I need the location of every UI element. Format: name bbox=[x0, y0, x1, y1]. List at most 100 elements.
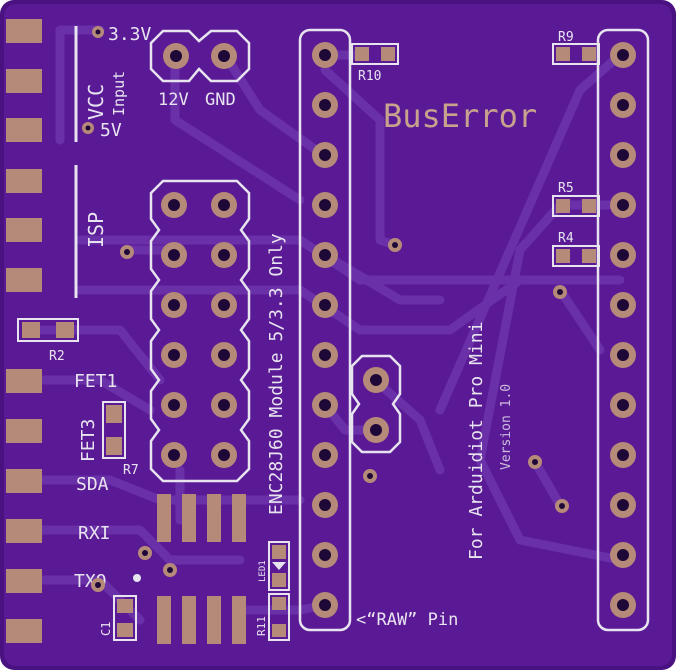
for-board-label: For Arduidiot Pro Mini bbox=[466, 322, 487, 560]
enc-pin-drill bbox=[218, 299, 230, 311]
ic-pad bbox=[157, 494, 171, 542]
ic-pad bbox=[157, 596, 171, 644]
edge-pad bbox=[6, 268, 42, 292]
label-fet1: FET1 bbox=[74, 371, 117, 392]
promini-pin-drill bbox=[319, 299, 331, 311]
promini-pin-drill bbox=[617, 549, 629, 561]
promini-pin-drill bbox=[617, 299, 629, 311]
r4-pad bbox=[556, 249, 570, 263]
small-header-outline bbox=[350, 354, 402, 454]
ref-c1: C1 bbox=[99, 622, 113, 636]
edge-pad bbox=[6, 218, 42, 242]
test-point-5v-drill bbox=[85, 125, 91, 131]
promini-pin-drill bbox=[617, 449, 629, 461]
edge-pad bbox=[6, 369, 42, 393]
small-header-pin-drill bbox=[370, 374, 382, 386]
test-point-3v3-drill bbox=[95, 29, 101, 35]
pin-gnd-drill bbox=[218, 50, 230, 62]
edge-pads bbox=[6, 19, 42, 643]
left-header-outline bbox=[298, 28, 352, 632]
via-drill bbox=[95, 582, 101, 588]
enc-pin-drill bbox=[218, 349, 230, 361]
ic-pad bbox=[232, 596, 246, 644]
promini-pin-drill bbox=[319, 249, 331, 261]
enc-pin-drill bbox=[168, 449, 180, 461]
r10-outline bbox=[351, 43, 399, 65]
r4-outline bbox=[552, 245, 600, 267]
enc-header-pins bbox=[161, 192, 237, 468]
ref-r10: R10 bbox=[358, 69, 381, 84]
r4-pad bbox=[582, 249, 596, 263]
r9-outline bbox=[552, 43, 600, 65]
via-drill bbox=[167, 567, 173, 573]
left-header-pins bbox=[312, 42, 338, 618]
enc-pin-drill bbox=[168, 249, 180, 261]
enc-pin-drill bbox=[218, 399, 230, 411]
enc-pin-drill bbox=[218, 199, 230, 211]
r11-pad bbox=[272, 624, 286, 637]
c1-outline bbox=[113, 595, 137, 641]
edge-pad bbox=[6, 118, 42, 142]
r2-outline bbox=[17, 318, 79, 342]
promini-pin-drill bbox=[319, 49, 331, 61]
board-title: BusError bbox=[383, 97, 537, 135]
ic-pad bbox=[207, 494, 221, 542]
enc-pin-drill bbox=[168, 349, 180, 361]
promini-pin-drill bbox=[319, 449, 331, 461]
label-5v: 5V bbox=[100, 120, 122, 141]
led1-outline bbox=[268, 541, 290, 591]
promini-pin-drill bbox=[319, 549, 331, 561]
right-header-pins bbox=[610, 42, 636, 618]
r10-pad bbox=[381, 47, 395, 61]
edge-pad bbox=[6, 519, 42, 543]
r2-pad bbox=[22, 322, 40, 338]
label-rxi: RXI bbox=[78, 523, 111, 544]
led1-polarity-mark bbox=[272, 562, 286, 570]
ic-pad bbox=[207, 596, 221, 644]
enc-pin-drill bbox=[168, 299, 180, 311]
ic-pads bbox=[157, 494, 246, 644]
promini-pin-drill bbox=[319, 399, 331, 411]
via-drill bbox=[532, 459, 538, 465]
r5-pad bbox=[556, 199, 570, 213]
r9-pad bbox=[556, 47, 570, 61]
promini-pin-drill bbox=[617, 49, 629, 61]
fet3-resistor-pad bbox=[106, 437, 122, 455]
r5-outline bbox=[552, 195, 600, 217]
ref-r7: R7 bbox=[123, 463, 139, 478]
small-header-pin-drill bbox=[370, 424, 382, 436]
ic-pad bbox=[182, 494, 196, 542]
raw-pin-label: <“RAW” Pin bbox=[356, 610, 458, 630]
label-3v3: 3.3V bbox=[108, 24, 152, 45]
enc-pin-drill bbox=[168, 199, 180, 211]
c1-pad bbox=[117, 623, 133, 637]
promini-pin-drill bbox=[319, 499, 331, 511]
input-label: Input bbox=[110, 71, 128, 116]
promini-pin-drill bbox=[617, 399, 629, 411]
r11-pad bbox=[272, 597, 286, 610]
edge-pad bbox=[6, 619, 42, 643]
vcc-label: VCC bbox=[84, 84, 108, 120]
promini-pin-drill bbox=[319, 349, 331, 361]
enc-header-outline bbox=[149, 179, 251, 483]
ref-r9: R9 bbox=[558, 30, 574, 45]
led1-pad bbox=[272, 545, 286, 559]
r2-pad bbox=[56, 322, 74, 338]
via-drill bbox=[557, 289, 563, 295]
label-gnd: GND bbox=[205, 90, 236, 110]
promini-pin-drill bbox=[617, 349, 629, 361]
r10-pad bbox=[355, 47, 369, 61]
promini-pin-drill bbox=[617, 499, 629, 511]
edge-pad bbox=[6, 469, 42, 493]
ref-r2: R2 bbox=[49, 349, 65, 364]
promini-pin-drill bbox=[617, 99, 629, 111]
vias bbox=[91, 238, 569, 592]
via-drill bbox=[367, 473, 373, 479]
label-12v: 12V bbox=[158, 90, 189, 110]
enc-module-label: ENC28J60 Module 5/3.3 Only bbox=[266, 233, 287, 515]
edge-pad bbox=[6, 19, 42, 43]
via bbox=[133, 574, 141, 582]
promini-pin-drill bbox=[319, 149, 331, 161]
promini-pin-drill bbox=[617, 149, 629, 161]
r9-pad bbox=[582, 47, 596, 61]
